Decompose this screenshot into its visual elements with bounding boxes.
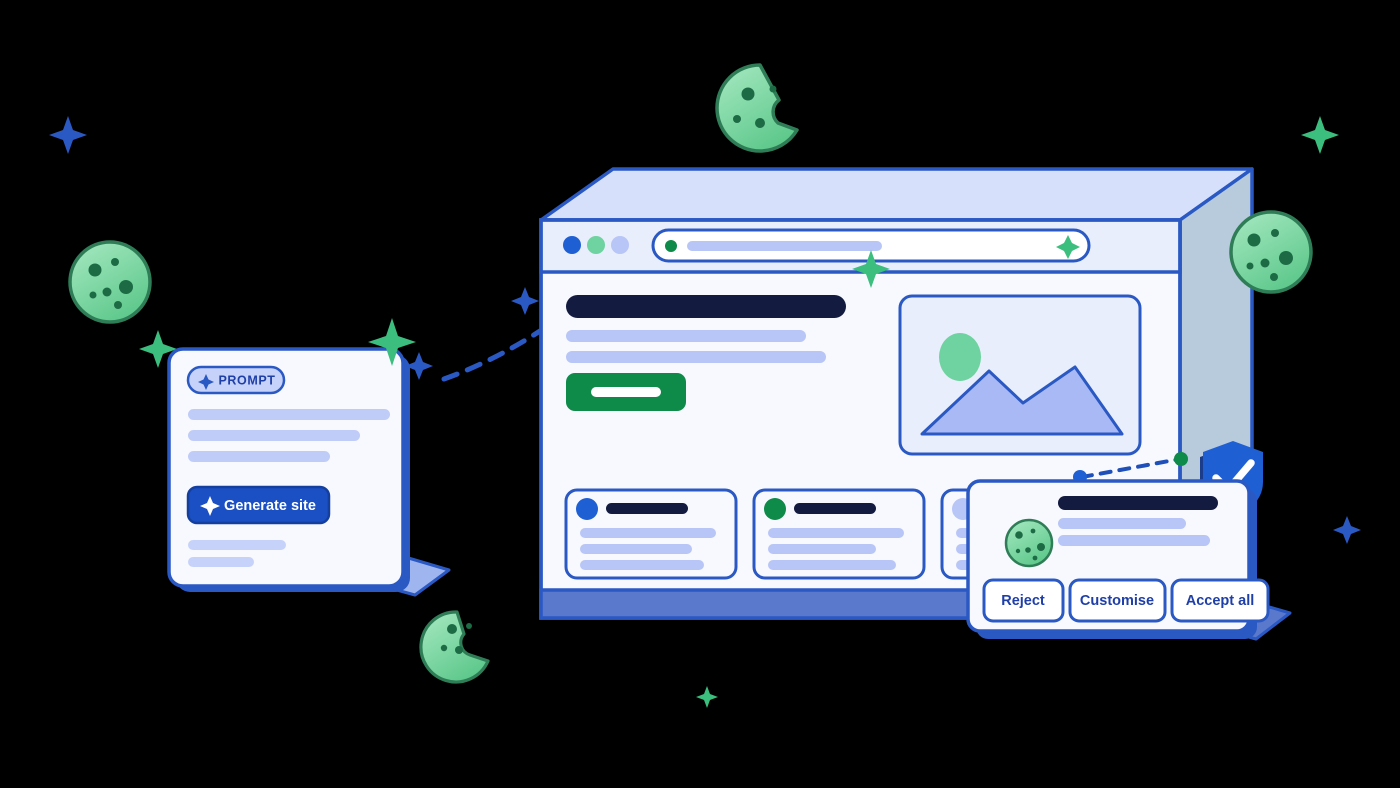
card-line <box>580 560 704 570</box>
sparkle-top-right <box>1301 116 1339 154</box>
browser-chrome <box>539 218 1182 274</box>
cookie-left <box>68 240 152 324</box>
hero-body-line <box>566 330 806 342</box>
card-line <box>768 560 896 570</box>
sparkle-left-small <box>511 287 539 315</box>
generate-site-button[interactable]: Generate site <box>186 485 331 525</box>
sparkle-url <box>852 250 890 288</box>
sparkle-icon <box>198 374 214 390</box>
browser-top-face <box>539 167 1254 222</box>
sparkle-bottom <box>696 686 718 708</box>
traffic-light-green[interactable] <box>587 236 605 254</box>
sparkle-mid-left <box>139 330 177 368</box>
content-card[interactable] <box>564 488 738 580</box>
dialog-body-line <box>1058 535 1210 546</box>
green-dot-icon <box>665 240 677 252</box>
address-bar-value <box>687 241 882 251</box>
connector-prompt-to-browser <box>441 328 543 382</box>
generate-site-label: Generate site <box>224 498 316 514</box>
traffic-light-blue[interactable] <box>563 236 581 254</box>
cookie-bottom <box>419 610 490 684</box>
sparkle-card-top <box>368 318 416 366</box>
prompt-badge: PROMPT <box>186 365 286 395</box>
accept-all-button[interactable]: Accept all <box>1170 578 1270 623</box>
cookie-consent-dialog: Reject Customise Accept all <box>966 479 1270 639</box>
prompt-footer-line <box>188 540 286 550</box>
card-dot <box>576 498 598 520</box>
prompt-line <box>188 430 360 441</box>
reject-button-label: Reject <box>1001 593 1045 609</box>
sparkle-icon <box>200 496 220 516</box>
card-line <box>580 528 716 538</box>
prompt-footer-line <box>188 557 254 567</box>
card-dot <box>764 498 786 520</box>
connector-dot-end <box>1174 452 1188 466</box>
sparkle-card-right <box>405 352 433 380</box>
prompt-line <box>188 451 330 462</box>
traffic-light-lavender[interactable] <box>611 236 629 254</box>
dialog-heading-bar <box>1058 496 1218 510</box>
card-title-bar <box>794 503 876 514</box>
hero-body-line <box>566 351 826 363</box>
prompt-badge-label: PROMPT <box>218 373 275 387</box>
card-line <box>580 544 692 554</box>
card-title-bar <box>606 503 688 514</box>
image-placeholder-icon <box>920 333 1124 436</box>
prompt-card: PROMPT Generate site <box>167 347 410 592</box>
dialog-body-line <box>1058 518 1186 529</box>
sparkle-top-left <box>49 116 87 154</box>
card-line <box>768 528 904 538</box>
content-card[interactable] <box>752 488 926 580</box>
cookie-top <box>715 63 799 153</box>
sparkle-right-small <box>1333 516 1361 544</box>
customise-button-label: Customise <box>1080 593 1154 609</box>
hero-cta-button[interactable] <box>566 373 686 411</box>
card-line <box>768 544 876 554</box>
prompt-line <box>188 409 390 420</box>
customise-button[interactable]: Customise <box>1068 578 1167 623</box>
hero-heading-bar <box>566 295 846 318</box>
accept-all-button-label: Accept all <box>1186 593 1255 609</box>
browser-window <box>539 218 1182 620</box>
reject-button[interactable]: Reject <box>982 578 1065 623</box>
cookie-right <box>1229 210 1313 294</box>
cookie-icon <box>1004 518 1054 568</box>
sparkle-icon <box>1056 235 1080 259</box>
hero-media <box>898 294 1142 456</box>
